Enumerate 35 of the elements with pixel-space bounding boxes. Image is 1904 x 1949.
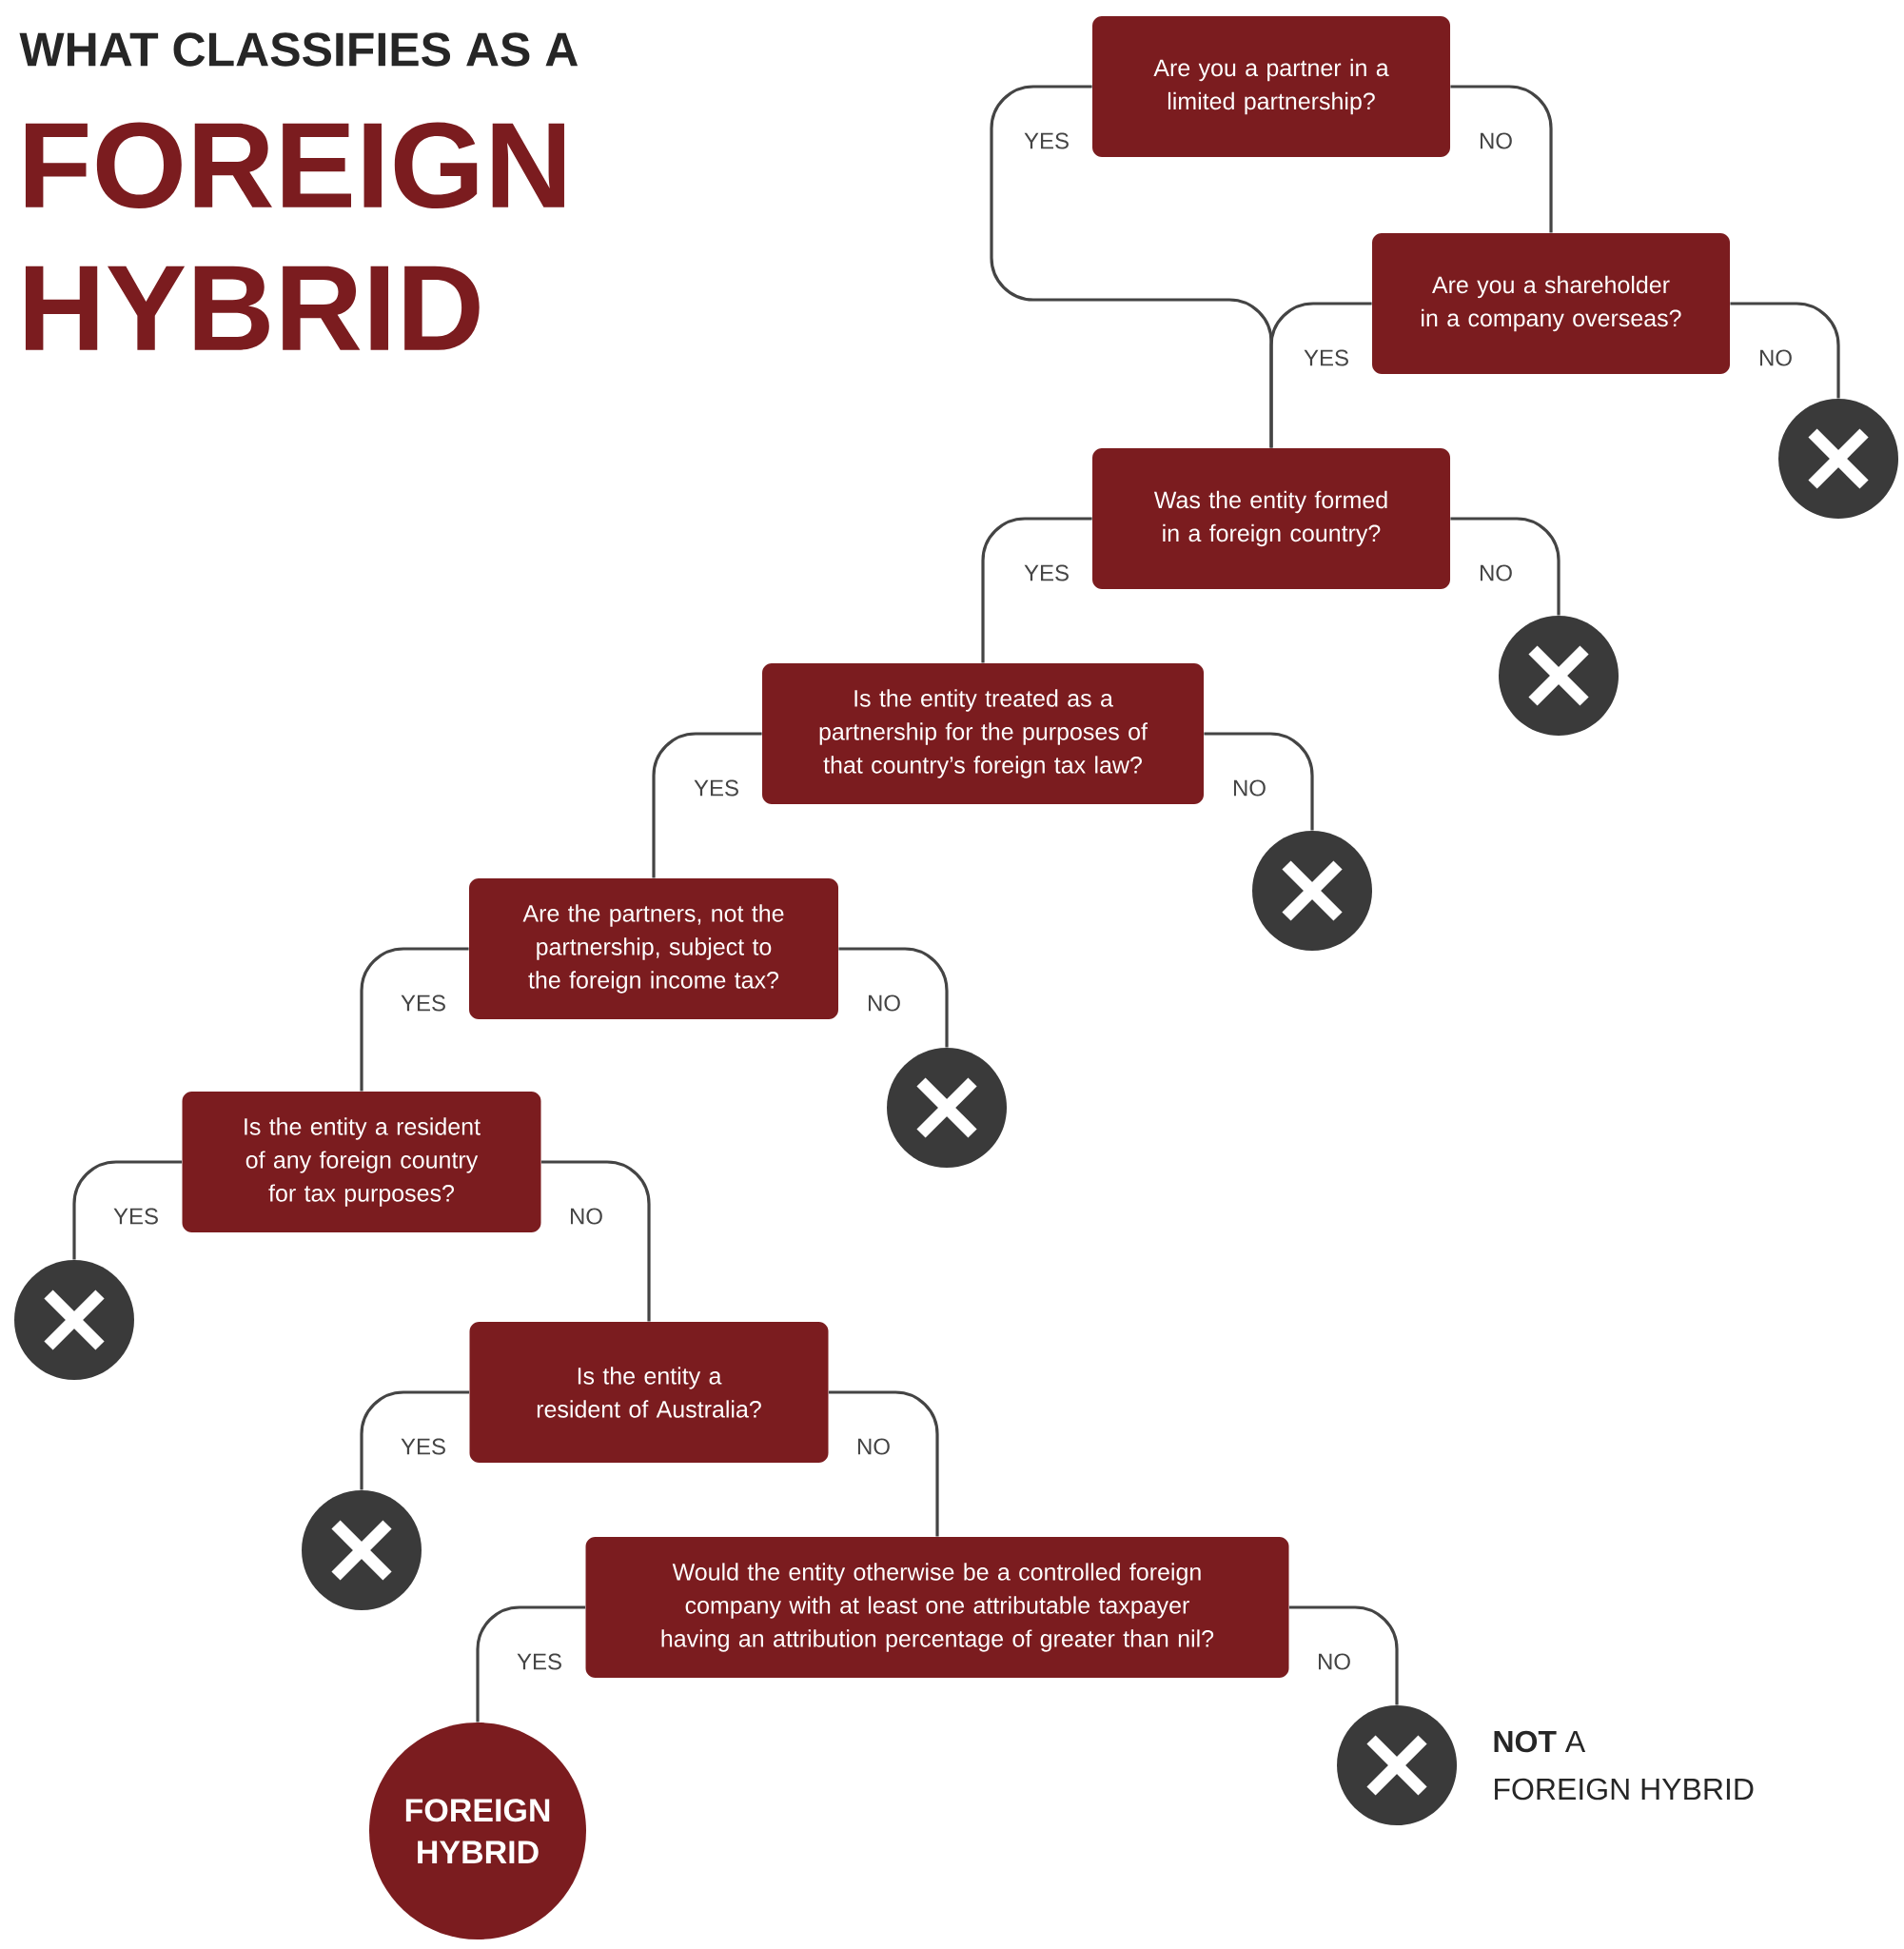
heading: FOREIGN HYBRID [25,122,564,350]
question-box: Are you a partner in a limited partnership? [1092,16,1451,157]
cross-circle [1337,1705,1457,1825]
edge-label: NO [1319,1653,1350,1670]
question-box: Is the entity a resident of Australia? [469,1322,829,1463]
result-label: FOREIGN HYBRID [1495,1778,1754,1801]
edge-label: NO [1760,349,1792,366]
edge-label: YES [1304,349,1348,366]
edge-label: NO [571,1208,602,1225]
edge-label: YES [517,1653,561,1670]
cross-circle [1252,831,1372,951]
cross-circle [302,1490,422,1610]
cross-circle [887,1048,1007,1168]
question-box: Was the entity formed in a foreign country? [1092,448,1451,589]
question-box: Are you a shareholder in a company overseas? [1372,233,1731,374]
edge-label: YES [401,1438,445,1455]
edge-label: NO [858,1438,890,1455]
question-box: Is the entity treated as a partnership for the purposes of that country’s foreign tax law? [762,663,1204,804]
result-label: NOT A [1494,1730,1586,1753]
cross-circle [1778,399,1899,519]
edge-label: YES [694,779,738,797]
edge-label: YES [1024,564,1069,581]
edge-label: YES [1024,132,1069,149]
edge-label: YES [401,994,445,1012]
edge-label: NO [1481,564,1512,581]
title: WHAT CLASSIFIES AS A [19,32,579,67]
question-box: Is the entity a resident of any foreign country for tax purposes? [182,1092,541,1232]
edge-label: NO [869,994,900,1012]
cross-circle [1499,616,1619,736]
question-box: Would the entity otherwise be a controlled foreign company with at least one attributable taxpayer having an attribution percentage of greater than nil? [585,1537,1289,1678]
cross-circle [14,1260,134,1380]
edge-label: NO [1234,779,1266,797]
edge-label: YES [113,1208,158,1225]
edge-label: NO [1481,132,1512,149]
question-box: Are the partners, not the partnership, subject to the foreign income tax? [469,878,838,1019]
